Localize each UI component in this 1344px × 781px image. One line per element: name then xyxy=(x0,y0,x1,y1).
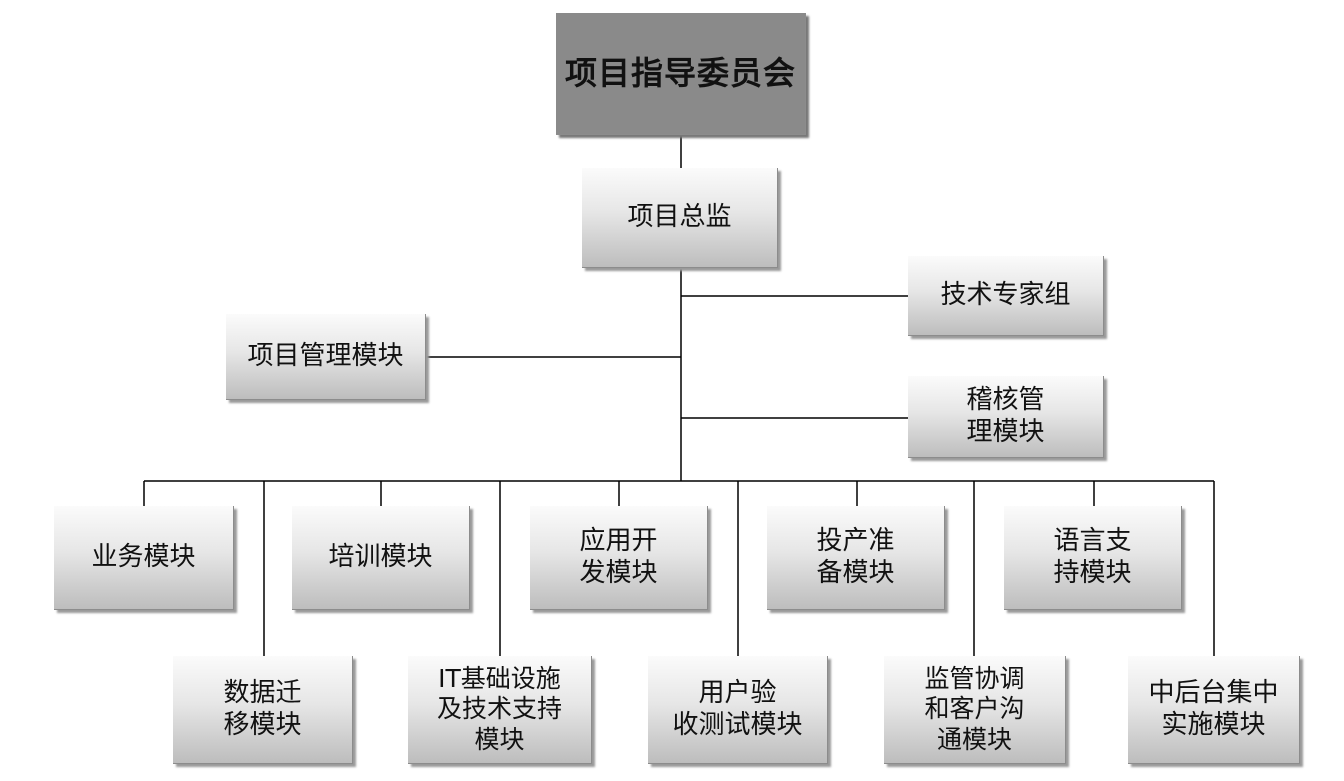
project-management-label: 项目管理模块 xyxy=(247,340,404,371)
audit-management-box: 稽核管 理模块 xyxy=(908,376,1104,458)
director-label: 项目总监 xyxy=(627,201,732,232)
module-training-label: 培训模块 xyxy=(328,541,433,572)
module-app-dev: 应用开 发模块 xyxy=(530,506,708,610)
module-data-migration-label: 数据迁 移模块 xyxy=(223,677,302,740)
project-management-box: 项目管理模块 xyxy=(226,314,426,400)
module-it-infra: IT基础设施 及技术支持 模块 xyxy=(408,656,592,764)
module-app-dev-label: 应用开 发模块 xyxy=(579,525,658,588)
audit-management-label: 稽核管 理模块 xyxy=(966,384,1045,447)
module-language-support-label: 语言支 持模块 xyxy=(1053,525,1132,588)
module-regulatory: 监管协调 和客户沟 通模块 xyxy=(884,656,1066,764)
module-training: 培训模块 xyxy=(292,506,470,610)
module-language-support: 语言支 持模块 xyxy=(1004,506,1182,610)
committee-label: 项目指导委员会 xyxy=(564,53,796,92)
module-user-acceptance-label: 用户验 收测试模块 xyxy=(672,677,803,740)
module-go-live-prep-label: 投产准 备模块 xyxy=(816,525,895,588)
module-data-migration: 数据迁 移模块 xyxy=(173,656,353,764)
module-user-acceptance: 用户验 收测试模块 xyxy=(648,656,828,764)
module-back-office: 中后台集中 实施模块 xyxy=(1128,656,1300,764)
director-box: 项目总监 xyxy=(582,168,778,268)
module-it-infra-label: IT基础设施 及技术支持 模块 xyxy=(436,663,562,754)
module-regulatory-label: 监管协调 和客户沟 通模块 xyxy=(924,663,1025,754)
module-go-live-prep: 投产准 备模块 xyxy=(767,506,945,610)
committee-box: 项目指导委员会 xyxy=(556,13,806,135)
tech-expert-group-label: 技术专家组 xyxy=(940,279,1071,310)
module-back-office-label: 中后台集中 实施模块 xyxy=(1148,677,1279,740)
module-business-label: 业务模块 xyxy=(91,541,196,572)
module-business: 业务模块 xyxy=(54,506,234,610)
tech-expert-group-box: 技术专家组 xyxy=(908,256,1104,336)
